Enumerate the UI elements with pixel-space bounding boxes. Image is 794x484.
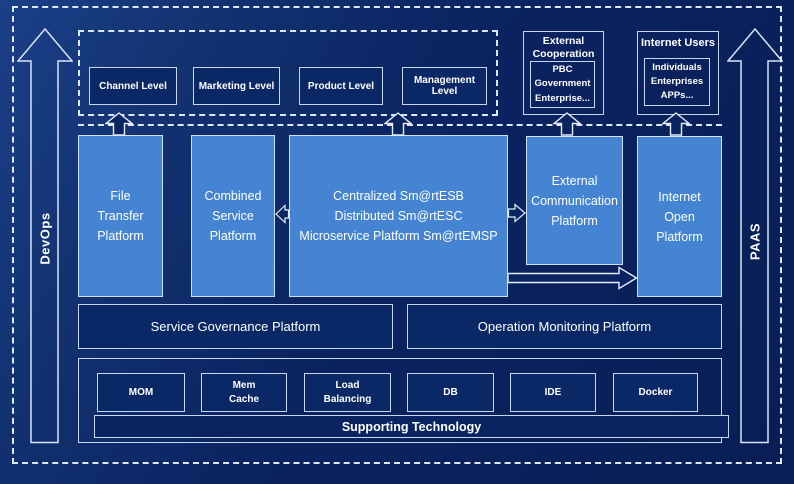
service-governance-box: Service Governance Platform — [78, 304, 393, 349]
level-label: Management Level — [413, 75, 476, 97]
platform-label: File Transfer Platform — [97, 189, 144, 243]
tech-label: IDE — [544, 386, 562, 398]
tech-box-load-balancing: Load Balancing — [304, 373, 391, 412]
individuals-enterprises-apps-box: Individuals Enterprises APPs... — [644, 58, 710, 106]
platform-internet-open: Internet Open Platform — [637, 136, 722, 297]
tech-box-ide: IDE — [510, 373, 596, 412]
platform-centralized-esb: Centralized Sm@rtESB Distributed Sm@rtES… — [289, 135, 508, 297]
platform-label: Centralized Sm@rtESB Distributed Sm@rtES… — [299, 189, 498, 243]
internet-users-box: Internet Users Individuals Enterprises A… — [637, 31, 719, 115]
tech-box-mem-cache: Mem Cache — [201, 373, 287, 412]
up-arrow-icon — [105, 112, 133, 136]
outer-dashed-frame — [12, 6, 782, 464]
governance-label: Service Governance Platform — [150, 319, 321, 334]
supporting-technology-label: Supporting Technology — [341, 419, 482, 434]
tech-label: Mem Cache — [228, 379, 259, 405]
devops-rail-label: DevOps — [37, 212, 53, 265]
operation-monitoring-box: Operation Monitoring Platform — [407, 304, 722, 349]
up-arrow-icon — [384, 112, 412, 136]
tech-label: Docker — [638, 386, 673, 398]
tech-box-mom: MOM — [97, 373, 185, 412]
up-arrow-icon — [662, 112, 690, 136]
arrow-right-icon — [508, 203, 526, 223]
devops-arrow — [17, 28, 73, 444]
level-box-management: Management Level — [402, 67, 487, 105]
tech-label: DB — [443, 386, 458, 398]
pbc-government-enterprise-box: PBC Government Enterprise... — [530, 61, 595, 108]
paas-rail-label: PAAS — [747, 222, 763, 261]
levels-dashed-frame — [78, 30, 498, 116]
external-cooperation-box: External Cooperation PBC Government Ente… — [523, 31, 604, 115]
tech-box-db: DB — [407, 373, 494, 412]
level-label: Channel Level — [99, 80, 167, 92]
monitoring-label: Operation Monitoring Platform — [477, 319, 652, 334]
arrow-left-icon — [275, 204, 289, 224]
up-arrow-icon — [553, 112, 581, 136]
paas-arrow — [727, 28, 783, 444]
platform-combined-service: Combined Service Platform — [191, 135, 275, 297]
supporting-technology-frame — [78, 358, 722, 443]
level-box-marketing: Marketing Level — [193, 67, 280, 105]
level-label: Marketing Level — [198, 80, 275, 92]
flow-arrow-right-icon — [508, 266, 638, 290]
platform-label: External Communication Platform — [531, 173, 618, 228]
level-box-channel: Channel Level — [89, 67, 177, 105]
internet-users-title: Internet Users — [641, 37, 715, 49]
platform-external-communication: External Communication Platform — [526, 136, 623, 265]
tech-box-docker: Docker — [613, 373, 698, 412]
level-box-product: Product Level — [299, 67, 383, 105]
tech-label: MOM — [128, 386, 154, 398]
supporting-technology-bar: Supporting Technology — [94, 415, 729, 438]
level-label: Product Level — [307, 80, 375, 92]
tech-label: Load Balancing — [323, 379, 372, 405]
external-cooperation-title: External Cooperation — [532, 35, 595, 61]
platform-label: Internet Open Platform — [656, 189, 703, 244]
platform-label: Combined Service Platform — [204, 189, 262, 243]
platform-file-transfer: File Transfer Platform — [78, 135, 163, 297]
